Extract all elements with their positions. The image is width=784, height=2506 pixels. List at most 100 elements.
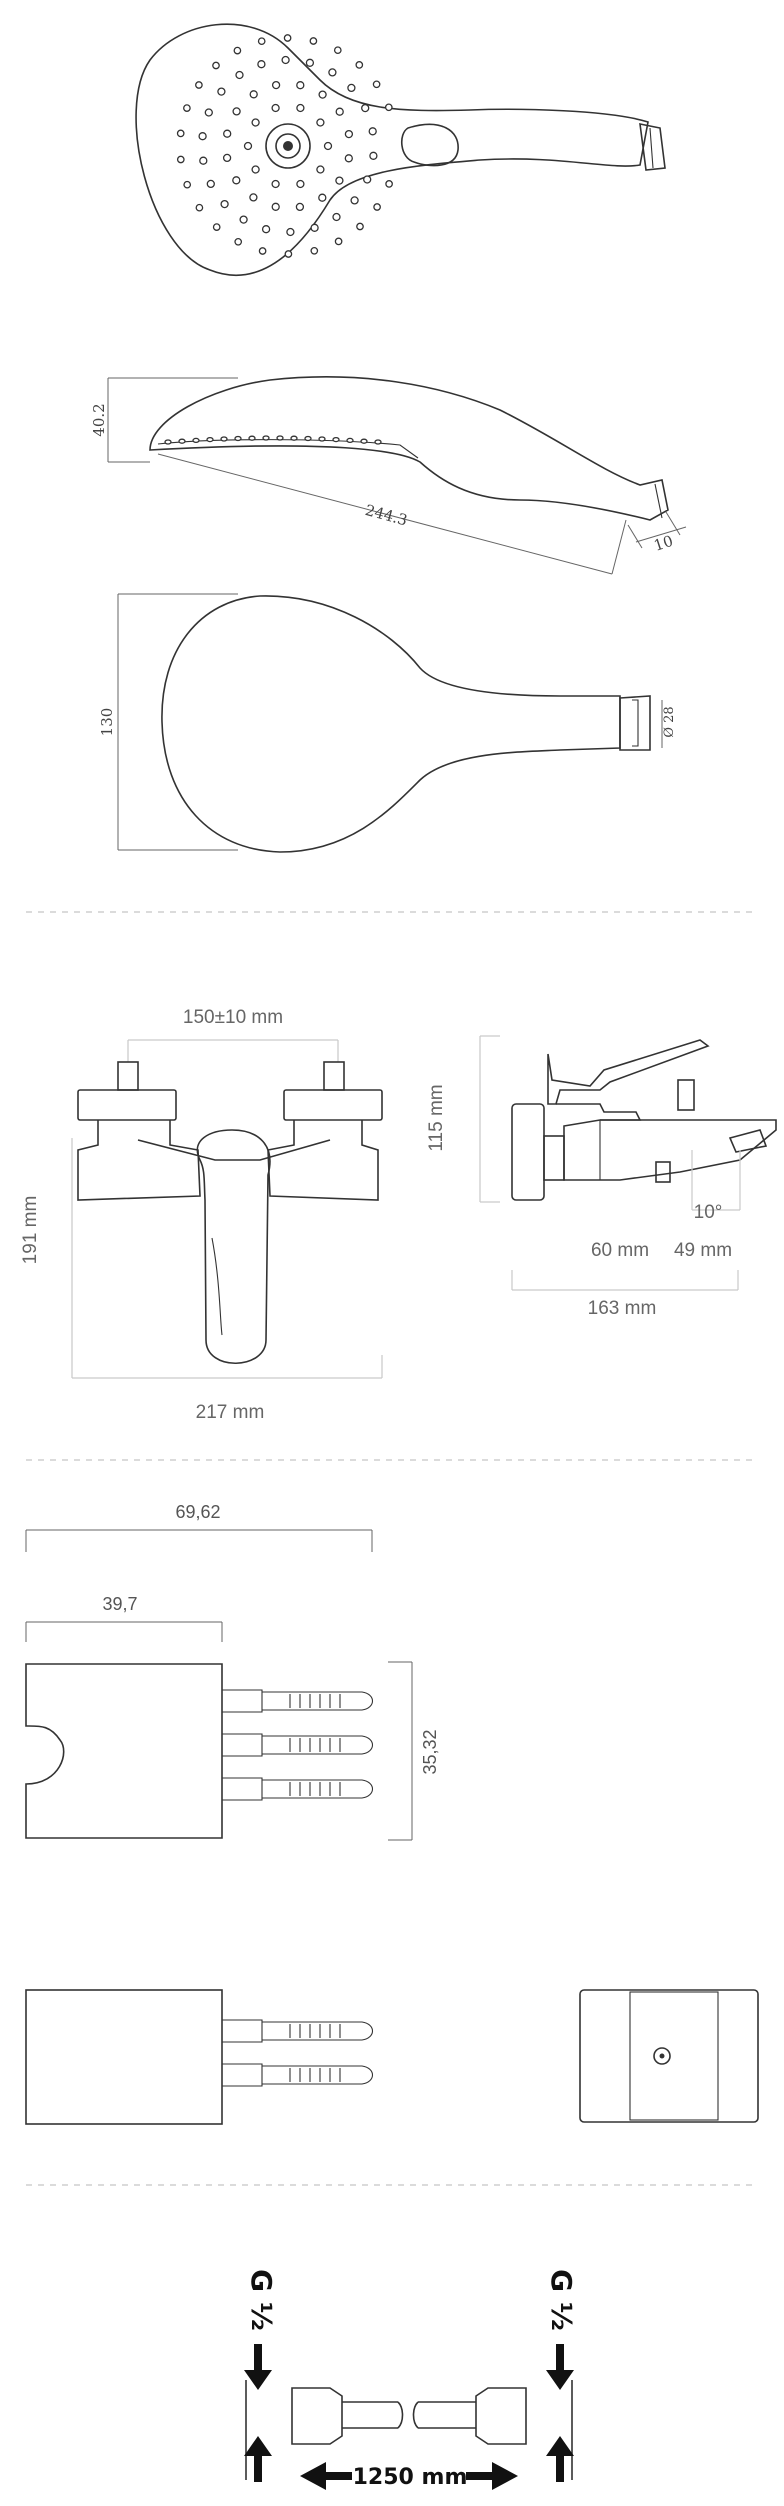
dim-diameter: Ø 28 [662,706,677,737]
plug-collar [222,1777,263,1801]
holder-side-view [25,1989,374,2125]
nozzle-hole [323,141,333,151]
nozzle-hole [251,165,260,174]
dim-side-a: 60 mm [591,1240,649,1261]
nozzle-hole [243,141,253,151]
handshower-top-view: 130 Ø 28 [98,593,677,853]
dim-height-side: 40.2 [90,403,108,436]
dim-side-height: 115 mm [426,1084,447,1151]
dim-front-height: 191 mm [20,1196,41,1265]
side-nozzle [332,436,340,443]
nozzle-hole [271,80,281,90]
side-nozzle-row [164,435,382,445]
side-nozzle [276,435,284,441]
nozzle-hole [316,165,325,174]
nozzle-hole [316,118,325,127]
side-nozzle [248,435,256,441]
nozzle-hole [176,129,185,138]
hose-length-label: 1250 mm [353,2465,468,2490]
side-nozzle [346,437,354,444]
nozzle-hole [318,90,327,99]
nozzle-hole [361,103,370,113]
nozzle-hole [347,83,356,93]
nozzle-hole [328,68,337,77]
nozzle-hole [344,154,353,163]
side-nozzle [234,435,242,442]
side-nozzle [304,435,312,442]
nozzle-hole [223,129,232,138]
dim-width: 130 [98,708,116,737]
nozzle-hole [239,215,248,224]
nozzle-hole [350,196,359,205]
side-nozzle [290,435,298,441]
nozzle-hole [212,223,221,231]
nozzle-hole [355,61,364,69]
dim-connector: 10 [652,532,676,555]
nozzle-hole [233,46,242,55]
nozzle-hole [235,70,244,80]
nozzle-hole [220,199,229,209]
nozzle-hole [251,118,260,127]
nozzle-hole [261,225,271,234]
dim-front-width: 217 mm [196,1402,265,1423]
plug-collar [222,2019,263,2043]
dim-side-b: 49 mm [674,1240,732,1261]
faucet-front-view: 150±10 mm 191 mm 217 mm [20,1007,383,1423]
nozzle-hole [309,37,318,45]
dim-angle: 10° [694,1202,723,1223]
nozzle-hole [384,103,393,112]
handshower-side-view: 40.2 244.3 10 [90,376,687,575]
nozzle-hole [234,237,243,246]
nozzle-hole [258,247,267,255]
nozzle-hole [271,202,280,211]
side-nozzle [360,438,368,444]
thread-left-label: G ½ [245,2269,278,2331]
side-nozzle [262,435,270,441]
nozzle-hole [249,90,258,99]
dim-holder-body-width: 39,7 [102,1594,137,1614]
dim-center-distance: 150±10 mm [183,1007,283,1028]
nozzle-hole [310,246,319,255]
nozzle-hole [183,180,192,189]
nozzle-hole [356,222,364,231]
nozzle-hole [183,104,191,112]
nozzle-hole [296,81,305,90]
shower-hose: G ½ G ½ 1250 mm [244,2269,578,2490]
side-nozzle [374,439,382,445]
nozzle-hole [212,61,220,70]
nozzle-hole [206,179,215,189]
faucet-side-view: 115 mm 10° 60 mm 49 mm 163 mm [426,1035,777,1319]
nozzle-hole [222,153,232,163]
side-nozzle [178,438,186,444]
side-nozzle [192,437,200,444]
nozzle-hole [271,103,280,113]
nozzle-hole [257,37,266,46]
nozzle-hole [385,180,393,188]
side-nozzle [318,436,326,442]
nozzle-hole [368,127,377,136]
plug-body [262,1735,374,1755]
plug-body [262,2065,374,2085]
plug-body [262,1779,374,1799]
nozzle-hole [296,179,305,189]
plug-collar [222,1689,263,1713]
nozzle-hole [281,55,290,65]
nozzle-hole [334,237,343,246]
dim-side-depth: 163 mm [588,1298,657,1319]
thread-right-label: G ½ [545,2269,578,2331]
dim-holder-total-width: 69,62 [175,1502,220,1522]
side-nozzle [206,436,214,443]
nozzle-hole [372,80,381,89]
nozzle-hole [335,107,344,116]
nozzle-hole [198,132,207,141]
nozzle-hole [232,107,241,116]
handshower-front-view [135,23,666,276]
nozzle-hole [305,58,315,67]
plug-body [262,1691,374,1711]
nozzle-hole [318,193,327,202]
wall-plug-fixings-side [222,2019,374,2087]
nozzle-hole [333,46,342,55]
nozzle-hole [335,176,344,185]
side-nozzle [164,439,172,445]
